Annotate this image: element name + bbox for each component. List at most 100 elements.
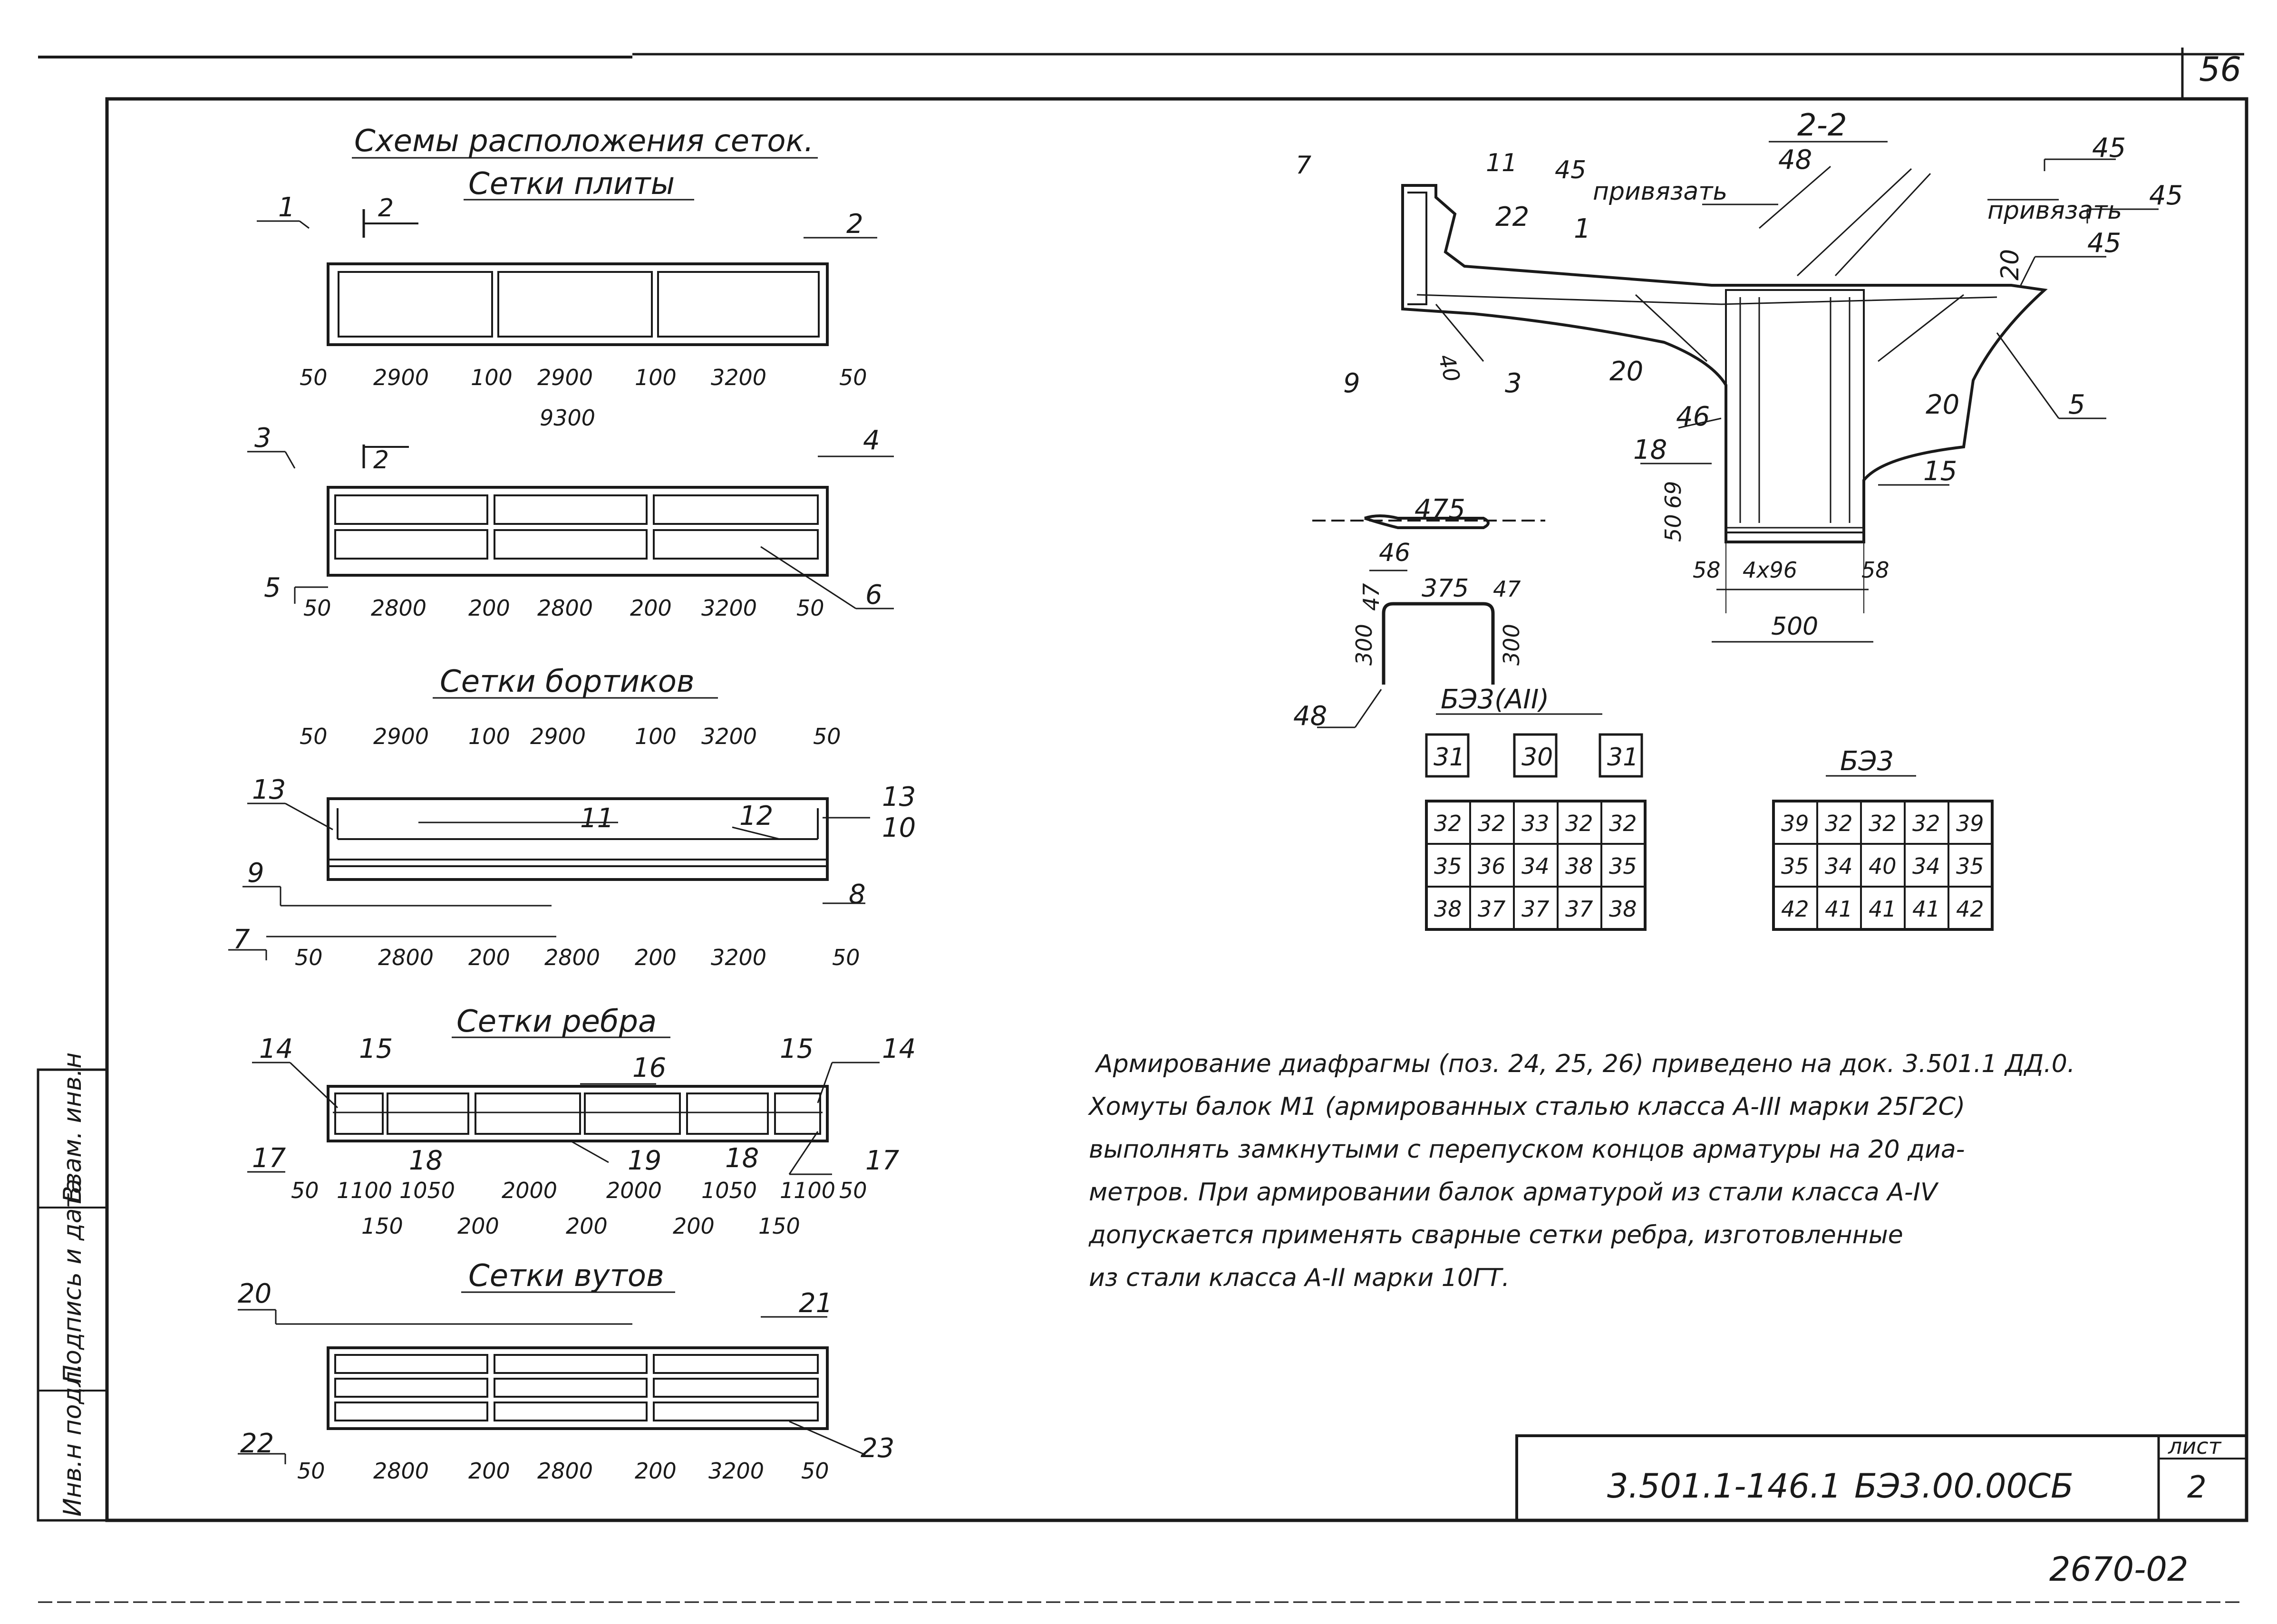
svg-text:50: 50 [295,945,323,970]
note-line-4: метров. При армировании балок арматурой … [1089,1178,1939,1207]
svg-text:200: 200 [468,595,510,621]
section-callout-45d: 45 [2087,228,2121,259]
section-dim-58-left: 58 [1693,557,1721,583]
section-tie-label-2: привязать [1987,196,2122,225]
slab-section-mark-2: 2 [373,446,389,474]
svg-text:33: 33 [1521,811,1550,836]
svg-text:34: 34 [1912,853,1940,879]
svg-text:2900: 2900 [537,365,593,390]
svg-text:31: 31 [1434,743,1465,772]
section-2-2-drawing [1401,158,2159,643]
sides-dims-bottom: 50 2800 200 2800 200 3200 50 [295,945,860,970]
slab-section-mark: 2 [378,194,394,222]
svg-text:50: 50 [832,945,860,970]
svg-text:50: 50 [801,1458,829,1484]
haunch-callout-21: 21 [799,1288,833,1319]
slab-dims-2: 50 2800 200 2800 200 3200 50 [303,595,824,621]
section-tie-label-1: привязать [1593,177,1727,206]
slab-callout-2: 2 [846,209,863,240]
haunch-callout-22: 22 [240,1428,274,1459]
svg-text:200: 200 [566,1213,608,1239]
title-sheet-label: лист [2168,1433,2222,1459]
svg-text:1100: 1100 [337,1178,392,1203]
svg-text:200: 200 [468,1458,510,1484]
svg-text:2900: 2900 [373,365,429,390]
svg-text:37: 37 [1478,896,1506,922]
rib-callout-14-left: 14 [259,1034,293,1064]
section-callout-22: 22 [1495,202,1529,232]
layouts-heading: Схемы расположения сеток. [354,124,814,159]
svg-text:39: 39 [1956,811,1984,836]
stamp-inv-orig: Инв.н подл. [58,1363,87,1517]
svg-text:30: 30 [1521,743,1553,772]
svg-text:37: 37 [1521,896,1550,922]
svg-text:35: 35 [1956,853,1984,879]
section-callout-11: 11 [1486,149,1517,177]
section-dim-4x96: 4x96 [1743,557,1797,583]
svg-text:200: 200 [635,945,677,970]
haunch-callout-20: 20 [238,1278,271,1309]
section-callout-1: 1 [1574,213,1591,244]
stamp-signature-date: Подпись и дата [58,1179,87,1383]
sides-callout-10: 10 [882,812,916,843]
section-dim-58-right: 58 [1861,557,1889,583]
svg-text:150: 150 [758,1213,800,1239]
rib-dims: 50 1100 1050 2000 2000 1050 1100 50 150 … [291,1178,867,1239]
sides-callout-7: 7 [233,924,250,955]
sides-callout-12: 12 [739,801,773,831]
slab-callout-4: 4 [863,425,880,456]
note-line-6: из стали класса А-II марки 10ГТ. [1089,1264,1510,1292]
sides-callout-9: 9 [247,858,264,889]
svg-text:2000: 2000 [606,1178,662,1203]
schedule-a2-grid: 32 32 33 32 32 35 36 34 38 35 38 37 37 3… [1425,800,1647,931]
bar-length-47-left: 47 [1358,583,1384,611]
slab-mesh-diagram-1 [257,209,877,346]
rib-title: Сетки ребра [456,1004,657,1039]
haunch-callout-23: 23 [861,1433,894,1464]
svg-text:32: 32 [1565,811,1593,836]
svg-text:2900: 2900 [530,724,586,749]
svg-text:31: 31 [1607,743,1638,772]
slab-title: Сетки плиты [468,166,675,202]
section-dim-50: 50 [1660,514,1686,542]
svg-text:2900: 2900 [373,724,429,749]
haunch-title: Сетки вутов [468,1258,664,1294]
section-callout-15: 15 [1923,456,1957,487]
svg-text:3200: 3200 [711,945,766,970]
svg-text:50: 50 [300,724,328,749]
note-line-5: допускается применять сварные сетки ребр… [1088,1221,1903,1249]
svg-text:1050: 1050 [399,1178,455,1203]
slab-callout-6: 6 [865,580,882,610]
section-callout-18: 18 [1633,435,1667,465]
svg-text:32: 32 [1825,811,1853,836]
bar-length-375: 375 [1422,574,1469,603]
svg-text:41: 41 [1912,896,1940,922]
sides-mesh-diagram [228,797,870,960]
section-callout-9: 9 [1343,368,1360,399]
svg-text:32: 32 [1434,811,1462,836]
bar-length-47-right: 47 [1493,576,1521,602]
svg-text:50: 50 [300,365,328,390]
rib-callout-17-left: 17 [252,1143,286,1174]
bar-length-300-right: 300 [1499,624,1524,666]
svg-text:41: 41 [1869,896,1897,922]
svg-text:50: 50 [303,595,331,621]
svg-text:200: 200 [457,1213,499,1239]
bar-length-475: 475 [1415,494,1465,525]
svg-text:38: 38 [1565,853,1593,879]
svg-text:2800: 2800 [537,1458,593,1484]
rib-mesh-diagram [247,1062,880,1175]
svg-text:32: 32 [1478,811,1506,836]
rib-callout-15-right: 15 [780,1034,814,1064]
rib-callout-18-left: 18 [409,1145,443,1176]
svg-text:50: 50 [839,365,867,390]
svg-text:3200: 3200 [701,724,757,749]
svg-text:37: 37 [1565,896,1593,922]
section-callout-45a: 45 [1555,156,1586,184]
svg-text:40: 40 [1869,853,1897,879]
sides-dims-top: 50 2900 100 2900 100 3200 50 [300,724,841,749]
svg-text:34: 34 [1825,853,1853,879]
svg-text:50: 50 [813,724,841,749]
title-mark: БЭ3.00.00СБ [1854,1467,2074,1506]
